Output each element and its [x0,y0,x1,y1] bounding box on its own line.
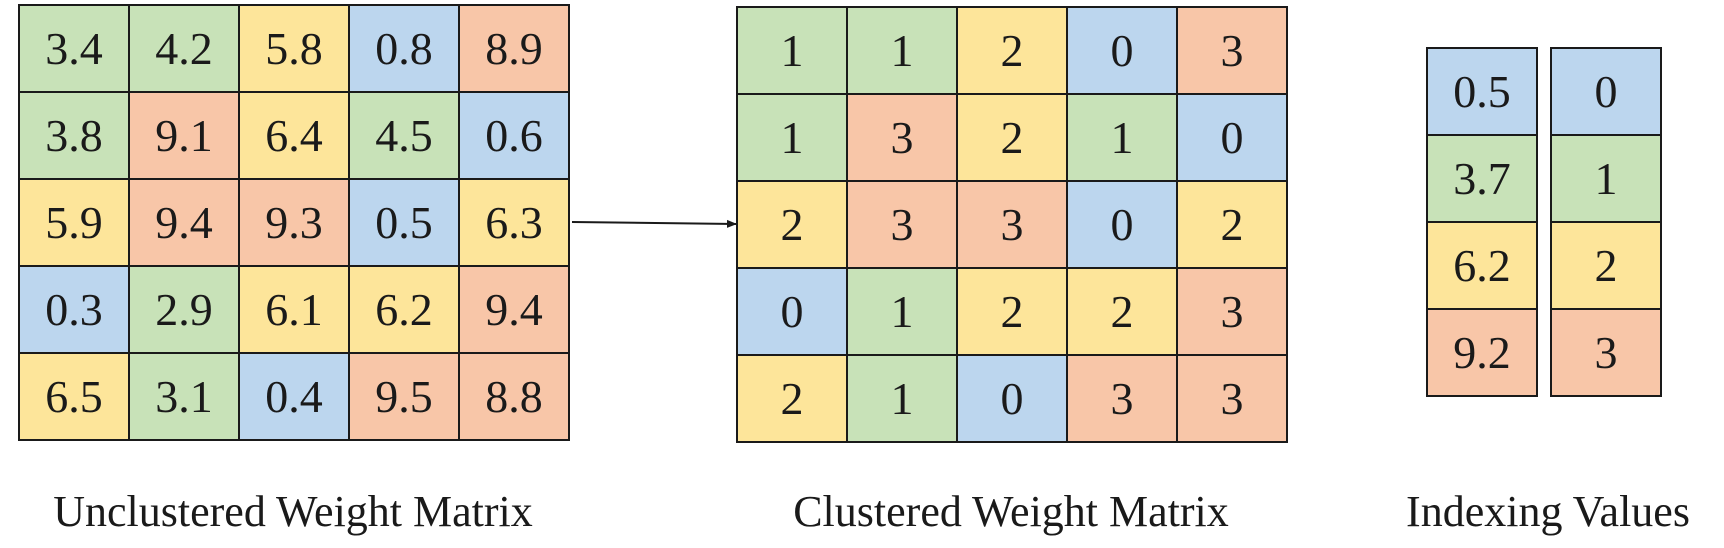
clustered-cell: 1 [848,269,958,356]
unclustered-cell: 6.3 [460,180,570,267]
clustered-cell: 1 [738,8,848,95]
unclustered-cell: 8.9 [460,6,570,93]
unclustered-cell: 4.2 [130,6,240,93]
index-cell: 3 [1552,310,1662,397]
clustered-cell: 3 [1068,356,1178,443]
unclustered-cell: 8.8 [460,354,570,441]
index-cell: 0 [1552,49,1662,136]
unclustered-cell: 0.8 [350,6,460,93]
unclustered-cell: 9.4 [460,267,570,354]
clustered-cell: 2 [958,95,1068,182]
unclustered-cell: 3.4 [20,6,130,93]
clustered-cell: 2 [958,269,1068,356]
clustered-cell: 0 [958,356,1068,443]
clustered-cell: 2 [738,356,848,443]
unclustered-cell: 0.5 [350,180,460,267]
unclustered-cell: 6.5 [20,354,130,441]
unclustered-cell: 0.4 [240,354,350,441]
unclustered-cell: 0.3 [20,267,130,354]
unclustered-cell: 9.1 [130,93,240,180]
unclustered-cell: 6.1 [240,267,350,354]
clustered-cell: 3 [958,182,1068,269]
clustered-cell: 3 [1178,8,1288,95]
index-cell: 1 [1552,136,1662,223]
clustered-cell: 3 [848,182,958,269]
unclustered-cell: 0.6 [460,93,570,180]
clustered-cell: 1 [848,356,958,443]
unclustered-cell: 5.8 [240,6,350,93]
clustered-cell: 1 [848,8,958,95]
unclustered-cell: 9.5 [350,354,460,441]
unclustered-cell: 9.4 [130,180,240,267]
unclustered-matrix-caption: Unclustered Weight Matrix [53,487,533,536]
centroid-cell: 6.2 [1428,223,1538,310]
unclustered-cell: 4.5 [350,93,460,180]
indexing-values-caption: Indexing Values [1406,487,1690,536]
unclustered-cell: 9.3 [240,180,350,267]
unclustered-cell: 3.1 [130,354,240,441]
clustered-cell: 0 [1178,95,1288,182]
unclustered-cell: 5.9 [20,180,130,267]
centroid-cell: 0.5 [1428,49,1538,136]
clustered-cell: 2 [1178,182,1288,269]
unclustered-cell: 3.8 [20,93,130,180]
unclustered-cell: 2.9 [130,267,240,354]
clustered-cell: 3 [1178,269,1288,356]
clustered-matrix-caption: Clustered Weight Matrix [793,487,1229,536]
clustered-cell: 3 [848,95,958,182]
centroid-cell: 9.2 [1428,310,1538,397]
index-cell: 2 [1552,223,1662,310]
clustered-cell: 0 [738,269,848,356]
clustered-cell: 1 [1068,95,1178,182]
clustered-cell: 0 [1068,8,1178,95]
unclustered-cell: 6.4 [240,93,350,180]
clustered-cell: 2 [1068,269,1178,356]
clustered-cell: 1 [738,95,848,182]
clustered-cell: 3 [1178,356,1288,443]
unclustered-cell: 6.2 [350,267,460,354]
clustered-cell: 2 [958,8,1068,95]
clustered-cell: 0 [1068,182,1178,269]
clustered-cell: 2 [738,182,848,269]
centroid-cell: 3.7 [1428,136,1538,223]
